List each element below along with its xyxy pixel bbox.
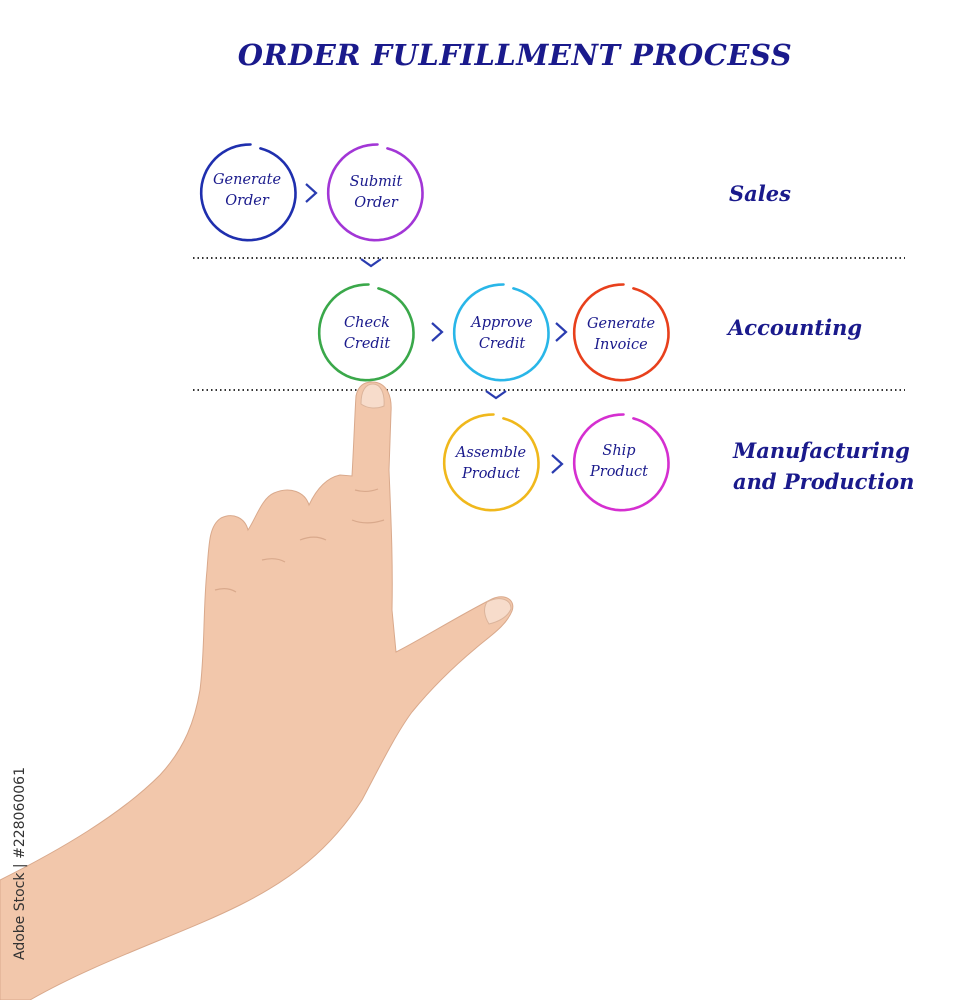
dept-manufacturing-line2: and Production: [733, 466, 914, 497]
arrow-right-icon: [552, 455, 562, 473]
node-label-line2: Product: [574, 462, 664, 483]
dept-manufacturing-line1: Manufacturing: [733, 435, 914, 466]
node-label-line1: Ship: [574, 441, 664, 462]
dept-manufacturing: Manufacturing and Production: [733, 435, 914, 497]
node-label-line2: Invoice: [576, 335, 666, 356]
arrow-right-icon: [432, 323, 442, 341]
arrow-right-icon: [556, 323, 566, 341]
node-assemble-product: Assemble Product: [446, 443, 536, 485]
node-label-line1: Assemble: [446, 443, 536, 464]
node-ship-product: Ship Product: [574, 441, 664, 483]
node-label-line2: Credit: [322, 334, 412, 355]
dept-sales: Sales: [729, 178, 791, 209]
node-label-line2: Product: [446, 464, 536, 485]
node-label-line1: Submit: [331, 172, 421, 193]
node-submit-order: Submit Order: [331, 172, 421, 214]
node-label-line2: Credit: [457, 334, 547, 355]
stock-id-label: Adobe Stock | #228060061: [12, 760, 32, 960]
node-generate-order: Generate Order: [202, 170, 292, 212]
node-label-line1: Approve: [457, 313, 547, 334]
node-label-line1: Check: [322, 313, 412, 334]
node-approve-credit: Approve Credit: [457, 313, 547, 355]
node-check-credit: Check Credit: [322, 313, 412, 355]
dept-accounting: Accounting: [728, 312, 862, 343]
node-generate-invoice: Generate Invoice: [576, 314, 666, 356]
node-label-line2: Order: [202, 191, 292, 212]
arrow-down-icon: [486, 391, 506, 398]
node-label-line1: Generate: [202, 170, 292, 191]
node-label-line1: Generate: [576, 314, 666, 335]
pointing-hand-illustration: [0, 382, 513, 1000]
arrow-right-icon: [306, 184, 316, 202]
arrow-down-icon: [361, 259, 381, 266]
node-label-line2: Order: [331, 193, 421, 214]
